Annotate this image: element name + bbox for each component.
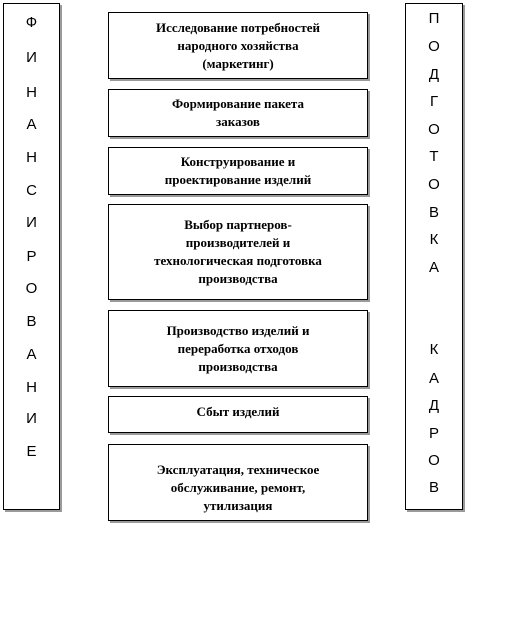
financing-letter: А	[26, 346, 37, 363]
financing-letter: Н	[26, 84, 37, 101]
staff-training-letter: А	[428, 370, 439, 387]
staff-training-letter: В	[428, 204, 439, 221]
stage-production: Производство изделий и переработка отход…	[108, 310, 368, 387]
staff-training-letter: О	[428, 38, 440, 55]
financing-letter: А	[26, 116, 37, 133]
financing-letter: И	[26, 410, 37, 427]
staff-training-letter: Д	[428, 66, 440, 83]
financing-letter: В	[26, 313, 37, 330]
financing-letter: О	[25, 280, 38, 297]
staff-training-letter: А	[428, 259, 439, 276]
financing-letter: И	[26, 49, 37, 66]
stage-order-package: Формирование пакета заказов	[108, 89, 368, 137]
staff-training-letter: О	[428, 121, 440, 138]
staff-training-letter: К	[429, 231, 439, 248]
financing-letter: Р	[26, 248, 37, 265]
financing-box: Ф И Н А Н С И Р О В А Н И Е	[3, 3, 60, 510]
stage-sales: Сбыт изделий	[108, 396, 368, 433]
staff-training-letter: К	[429, 341, 439, 358]
staff-training-letter: П	[428, 10, 440, 27]
financing-letter: И	[26, 214, 37, 231]
staff-training-letter: О	[428, 452, 440, 469]
staff-training-letter: Д	[428, 397, 440, 414]
financing-letter: С	[26, 182, 37, 199]
staff-training-letter: Р	[428, 425, 439, 442]
stage-design: Конструирование и проектирование изделий	[108, 147, 368, 195]
stage-partner-selection: Выбор партнеров- производителей и технол…	[108, 204, 368, 300]
staff-training-letter: О	[428, 176, 440, 193]
staff-training-letter: Г	[429, 93, 439, 110]
financing-letter: Н	[26, 149, 37, 166]
financing-letter: Н	[26, 379, 37, 396]
staff-training-letter: Т	[429, 148, 439, 165]
staff-training-box: П О Д Г О Т О В К А К А Д Р О В	[405, 3, 463, 510]
stage-operation: Эксплуатация, техническое обслуживание, …	[108, 444, 368, 521]
financing-letter: Ф	[25, 14, 38, 31]
staff-training-letter: В	[428, 479, 439, 496]
financing-letter: Е	[26, 443, 37, 460]
stage-marketing: Исследование потребностей народного хозя…	[108, 12, 368, 79]
